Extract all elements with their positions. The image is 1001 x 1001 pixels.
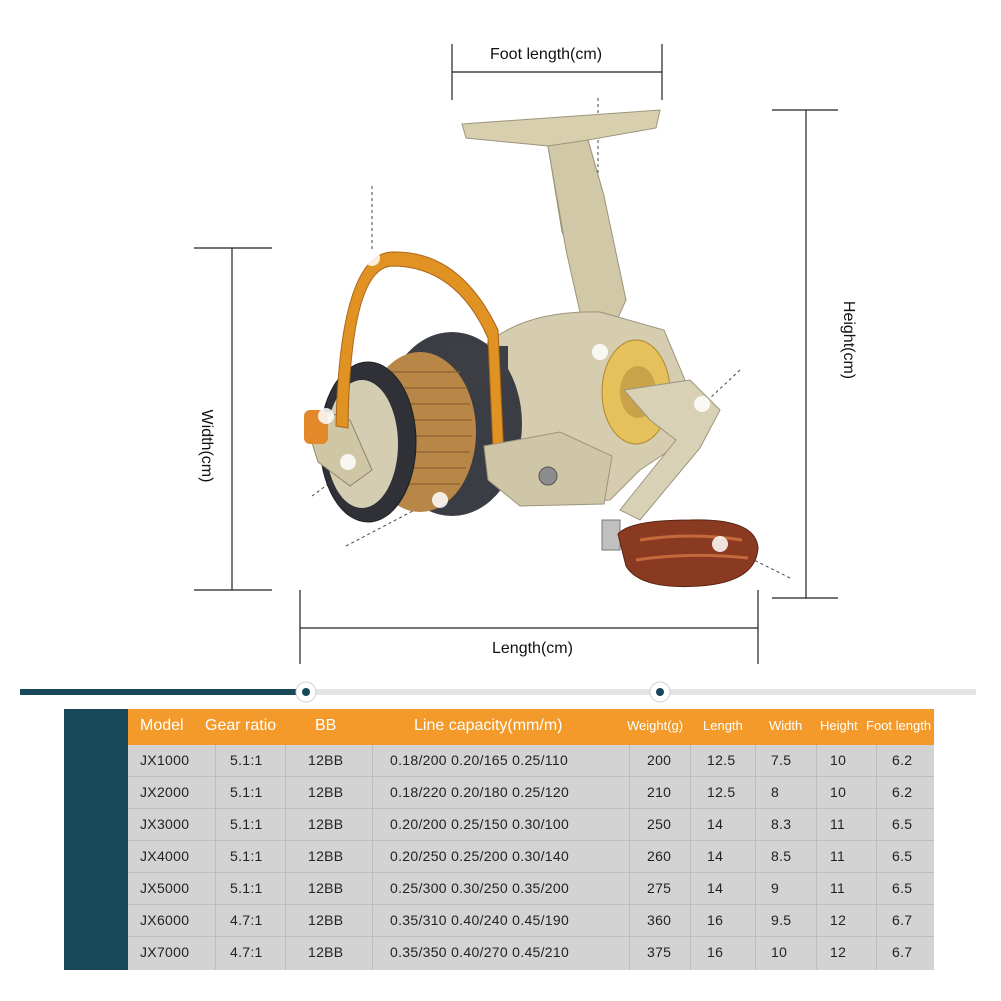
cell-foot-length: 6.7 — [892, 944, 913, 960]
cell-bb: 12BB — [308, 944, 344, 960]
cell-line-capacity: 0.18/220 0.20/180 0.25/120 — [390, 784, 570, 800]
cell-model: JX3000 — [140, 816, 190, 832]
cell-weight: 210 — [647, 784, 672, 800]
cell-gear-ratio: 4.7:1 — [230, 912, 263, 928]
cell-height: 10 — [830, 784, 847, 800]
table-header: Model Gear ratio BB Line capacity(mm/m) … — [128, 709, 934, 745]
header-width: Width — [769, 718, 803, 733]
cell-height: 12 — [830, 912, 847, 928]
decorative-divider — [0, 680, 1001, 704]
specs-table: Model Gear ratio BB Line capacity(mm/m) … — [64, 709, 934, 970]
cell-bb: 12BB — [308, 816, 344, 832]
cell-width: 8.5 — [771, 848, 792, 864]
cell-model: JX4000 — [140, 848, 190, 864]
cell-length: 14 — [707, 816, 724, 832]
cell-line-capacity: 0.35/350 0.40/270 0.45/210 — [390, 944, 570, 960]
cell-foot-length: 6.2 — [892, 752, 913, 768]
cell-line-capacity: 0.20/200 0.25/150 0.30/100 — [390, 816, 570, 832]
cell-bb: 12BB — [308, 784, 344, 800]
header-height: Height — [820, 718, 858, 733]
cell-model: JX6000 — [140, 912, 190, 928]
header-weight: Weight(g) — [627, 718, 684, 733]
table-row: JX1000 5.1:1 12BB 0.18/200 0.20/165 0.25… — [128, 745, 934, 777]
table-row: JX7000 4.7:1 12BB 0.35/350 0.40/270 0.45… — [128, 937, 934, 968]
cell-height: 11 — [830, 816, 846, 832]
cell-weight: 250 — [647, 816, 672, 832]
cell-weight: 275 — [647, 880, 672, 896]
cell-length: 12.5 — [707, 784, 736, 800]
cell-height: 12 — [830, 944, 847, 960]
cell-bb: 12BB — [308, 752, 344, 768]
cell-length: 12.5 — [707, 752, 736, 768]
length-label: Length(cm) — [492, 640, 573, 657]
cell-weight: 360 — [647, 912, 672, 928]
cell-foot-length: 6.5 — [892, 848, 913, 864]
cell-line-capacity: 0.35/310 0.40/240 0.45/190 — [390, 912, 570, 928]
cell-weight: 260 — [647, 848, 672, 864]
cell-width: 9 — [771, 880, 780, 896]
cell-length: 14 — [707, 880, 724, 896]
cell-foot-length: 6.2 — [892, 784, 913, 800]
cell-gear-ratio: 5.1:1 — [230, 848, 263, 864]
divider-line — [20, 681, 976, 703]
header-gear-ratio: Gear ratio — [205, 717, 277, 734]
cell-model: JX5000 — [140, 880, 190, 896]
cell-model: JX2000 — [140, 784, 190, 800]
table-row: JX3000 5.1:1 12BB 0.20/200 0.25/150 0.30… — [128, 809, 934, 841]
cell-model: JX1000 — [140, 752, 190, 768]
cell-width: 8.3 — [771, 816, 792, 832]
cell-width: 7.5 — [771, 752, 792, 768]
cell-line-capacity: 0.20/250 0.25/200 0.30/140 — [390, 848, 570, 864]
cell-length: 16 — [707, 912, 724, 928]
width-label: Width(cm) — [198, 409, 215, 483]
header-bb: BB — [315, 717, 337, 734]
cell-width: 10 — [771, 944, 788, 960]
table-row: JX4000 5.1:1 12BB 0.20/250 0.25/200 0.30… — [128, 841, 934, 873]
cell-height: 11 — [830, 880, 846, 896]
height-label: Height(cm) — [840, 300, 857, 380]
header-model: Model — [140, 717, 184, 734]
cell-gear-ratio: 4.7:1 — [230, 944, 263, 960]
cell-gear-ratio: 5.1:1 — [230, 784, 263, 800]
cell-foot-length: 6.5 — [892, 816, 913, 832]
cell-gear-ratio: 5.1:1 — [230, 752, 263, 768]
table-row: JX6000 4.7:1 12BB 0.35/310 0.40/240 0.45… — [128, 905, 934, 937]
header-length: Length — [703, 718, 743, 733]
cell-foot-length: 6.5 — [892, 880, 913, 896]
fishing-reel-illustration — [304, 109, 759, 588]
cell-foot-length: 6.7 — [892, 912, 913, 928]
cell-width: 9.5 — [771, 912, 792, 928]
cell-length: 16 — [707, 944, 724, 960]
cell-gear-ratio: 5.1:1 — [230, 880, 263, 896]
foot-length-label: Foot length(cm) — [490, 46, 603, 63]
cell-bb: 12BB — [308, 848, 344, 864]
cell-weight: 200 — [647, 752, 672, 768]
cell-width: 8 — [771, 784, 780, 800]
cell-line-capacity: 0.18/200 0.20/165 0.25/110 — [390, 752, 569, 768]
cell-bb: 12BB — [308, 912, 344, 928]
cell-height: 11 — [830, 848, 846, 864]
reel-dimension-diagram: Foot length(cm) Height(cm) Width(cm) Len… — [194, 44, 857, 664]
table-row: JX5000 5.1:1 12BB 0.25/300 0.30/250 0.35… — [128, 873, 934, 905]
cell-model: JX7000 — [140, 944, 190, 960]
header-foot-length: Foot length — [866, 718, 932, 733]
cell-line-capacity: 0.25/300 0.30/250 0.35/200 — [390, 880, 570, 896]
table-side-bar — [64, 709, 128, 970]
cell-length: 14 — [707, 848, 724, 864]
cell-bb: 12BB — [308, 880, 344, 896]
dimension-lines — [194, 44, 838, 664]
cell-weight: 375 — [647, 944, 672, 960]
cell-height: 10 — [830, 752, 847, 768]
table-row: JX2000 5.1:1 12BB 0.18/220 0.20/180 0.25… — [128, 777, 934, 809]
cell-gear-ratio: 5.1:1 — [230, 816, 263, 832]
header-line-capacity: Line capacity(mm/m) — [414, 717, 563, 734]
